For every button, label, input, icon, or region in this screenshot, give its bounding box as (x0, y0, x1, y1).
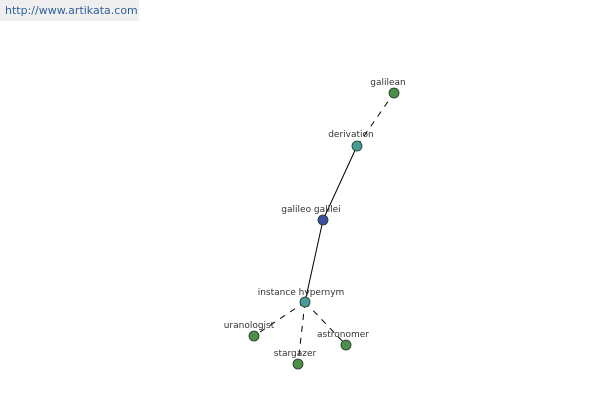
node-instance-hypernym[interactable]: instance hypernym (258, 288, 345, 308)
node-label-galileo-galilei: galileo galilei (281, 205, 340, 215)
source-url-banner[interactable]: http://www.artikata.com (0, 0, 139, 21)
edge-instance-hypernym-to-stargazer (297, 301, 306, 365)
node-dot-galileo-galilei[interactable] (317, 214, 329, 226)
graph-edges (253, 92, 395, 365)
edge-galileo-galilei-to-instance-hypernym (304, 219, 324, 303)
node-dot-astronomer[interactable] (340, 339, 352, 351)
node-dot-derivation[interactable] (351, 140, 363, 152)
edge-instance-hypernym-to-uranologist (253, 301, 306, 337)
node-derivation[interactable]: derivation (328, 130, 374, 152)
node-galilean[interactable]: galilean (370, 78, 406, 99)
edge-galileo-galilei-to-derivation (322, 145, 358, 221)
node-label-instance-hypernym: instance hypernym (258, 288, 345, 298)
node-uranologist[interactable]: uranologist (224, 321, 275, 342)
node-label-derivation: derivation (328, 130, 374, 140)
node-label-stargazer: stargazer (274, 349, 317, 359)
node-galileo-galilei[interactable]: galileo galilei (281, 205, 341, 226)
node-dot-uranologist[interactable] (248, 330, 260, 342)
node-label-uranologist: uranologist (224, 321, 275, 331)
node-dot-instance-hypernym[interactable] (299, 296, 311, 308)
edge-derivation-to-galilean (356, 92, 395, 147)
node-label-astronomer: astronomer (317, 330, 369, 340)
graph-nodes: galilean derivation galileo galilei instanc… (224, 78, 406, 370)
node-label-galilean: galilean (370, 78, 406, 88)
node-dot-stargazer[interactable] (292, 358, 304, 370)
node-stargazer[interactable]: stargazer (274, 349, 317, 370)
edge-instance-hypernym-to-astronomer (304, 301, 347, 346)
node-astronomer[interactable]: astronomer (317, 330, 369, 351)
node-dot-galilean[interactable] (388, 87, 400, 99)
